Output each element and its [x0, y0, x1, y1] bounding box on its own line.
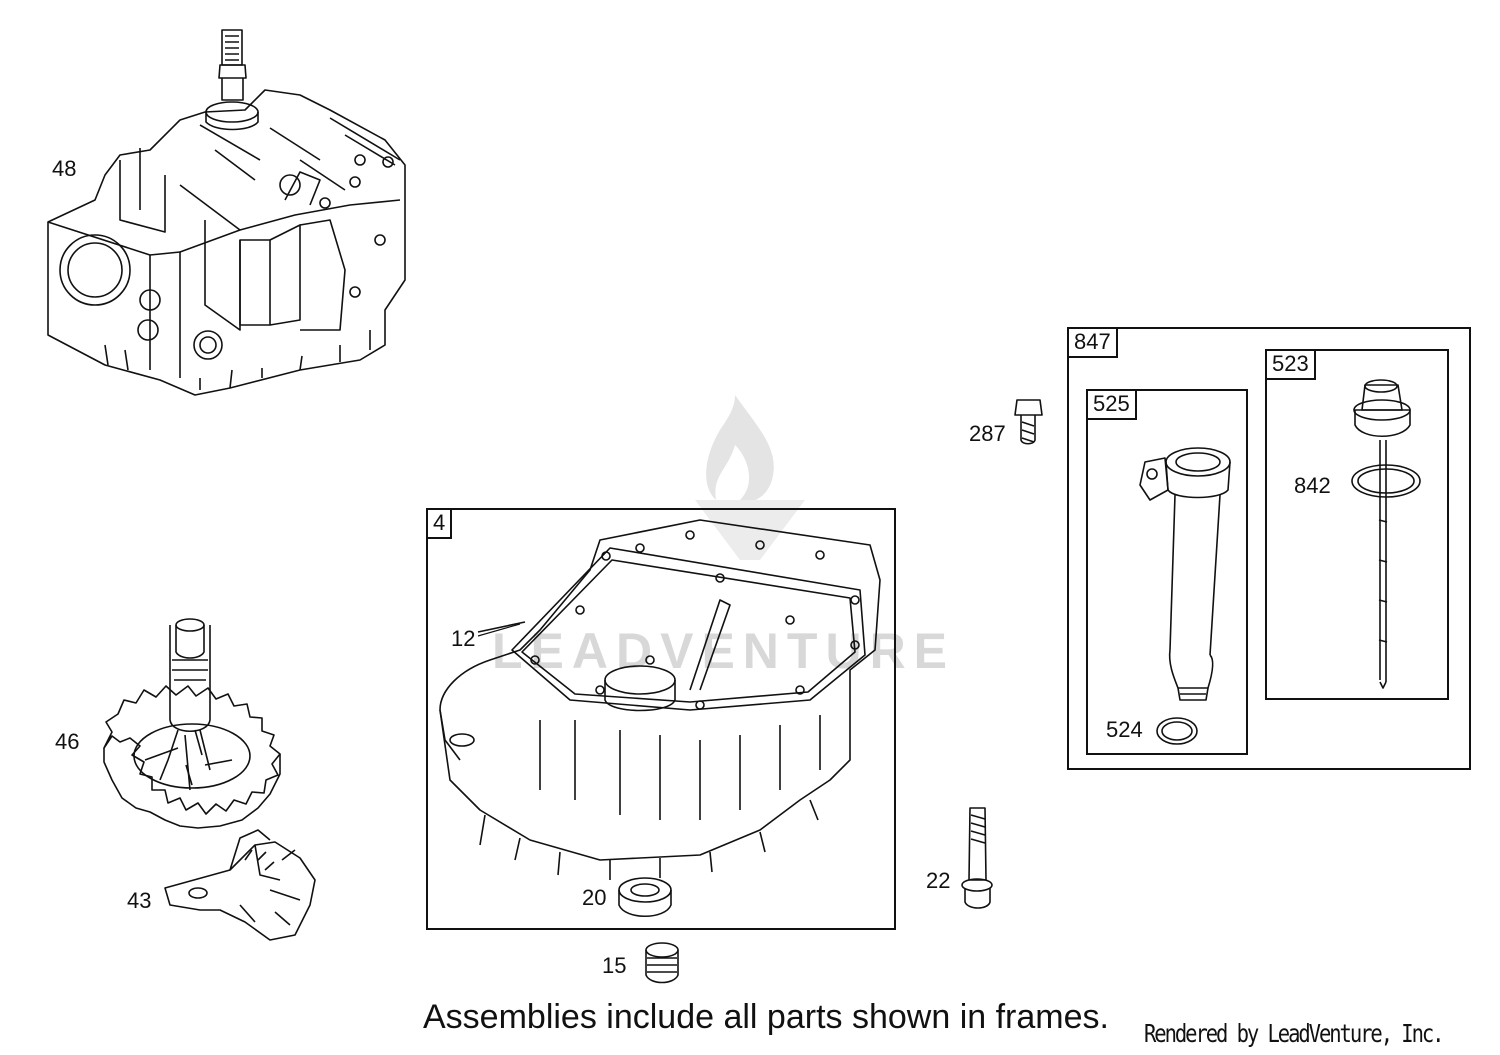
oil-seal-20-drawing: [618, 877, 672, 917]
bolt-22-drawing: [961, 807, 993, 909]
dipstick-523-drawing: [1351, 379, 1421, 689]
part-label-43: 43: [127, 888, 152, 913]
frame-523: 523: [1265, 349, 1449, 700]
o-ring-524-drawing: [1156, 717, 1198, 745]
frame-847-tag: 847: [1067, 327, 1118, 358]
part-label-46: 46: [55, 729, 80, 754]
frame-525-tag: 525: [1086, 389, 1137, 420]
drain-plug-15-drawing: [645, 942, 679, 984]
part-label-12: 12: [451, 626, 476, 651]
part-label-842: 842: [1294, 473, 1331, 498]
bolt-287-drawing: [1014, 399, 1043, 445]
frame-4-tag: 4: [426, 508, 453, 539]
leader-line-12: [477, 623, 521, 637]
part-label-524: 524: [1106, 717, 1143, 742]
sump-4-drawing: [439, 519, 881, 880]
frame-847: 847: [1067, 327, 1471, 770]
frame-4: 4: [426, 508, 896, 930]
frame-525: 525: [1086, 389, 1248, 755]
assemblies-note: Assemblies include all parts shown in fr…: [423, 998, 1109, 1036]
dipstick-tube-525-drawing: [1139, 447, 1231, 701]
governor-43-drawing: [164, 829, 316, 941]
engine-block-48-drawing: [47, 29, 406, 396]
part-label-20: 20: [582, 885, 607, 910]
frame-523-tag: 523: [1265, 349, 1316, 380]
gear-46-drawing: [103, 618, 281, 829]
part-label-287: 287: [969, 421, 1006, 446]
part-label-48: 48: [52, 156, 77, 181]
render-credit: Rendered by LeadVenture, Inc.: [1144, 1019, 1445, 1048]
part-label-15: 15: [602, 953, 627, 978]
part-label-22: 22: [926, 868, 951, 893]
